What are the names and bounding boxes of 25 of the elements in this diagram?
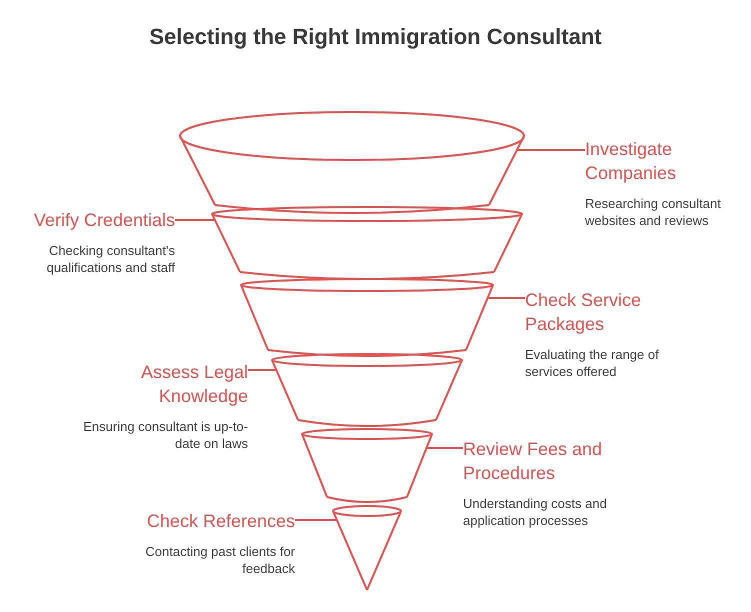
funnel-segment	[331, 504, 403, 592]
step-description: Contacting past clients for feedback	[144, 543, 295, 577]
step-heading: Investigate Companies	[585, 138, 678, 185]
funnel-segment	[270, 352, 464, 428]
funnel-segment	[300, 427, 434, 504]
step-description: Evaluating the range of services offered	[525, 346, 660, 380]
funnel-segment	[210, 205, 524, 281]
title: Selecting the Right Immigration Consultant	[149, 23, 602, 51]
step-description: Checking consultant's qualifications and staff	[46, 242, 175, 276]
step-heading: Verify Credentials	[32, 209, 175, 232]
step-description: Understanding costs and application processes	[463, 495, 608, 529]
leader-line	[488, 297, 525, 299]
leader-line	[426, 447, 463, 449]
step-heading: Assess Legal Knowledge	[140, 361, 248, 408]
funnel-segment	[239, 277, 495, 358]
step-heading: Check References	[146, 510, 295, 533]
leader-line	[516, 149, 585, 151]
funnel-segment	[178, 110, 526, 215]
leader-line	[248, 369, 276, 371]
step-description: Ensuring consultant is up-to-date on laws	[82, 418, 248, 452]
step-description: Researching consultant websites and reviews	[585, 195, 722, 229]
leader-line	[295, 519, 337, 521]
step-heading: Review Fees and Procedures	[463, 438, 604, 485]
leader-line	[175, 219, 215, 221]
step-heading: Check Service Packages	[525, 289, 642, 336]
